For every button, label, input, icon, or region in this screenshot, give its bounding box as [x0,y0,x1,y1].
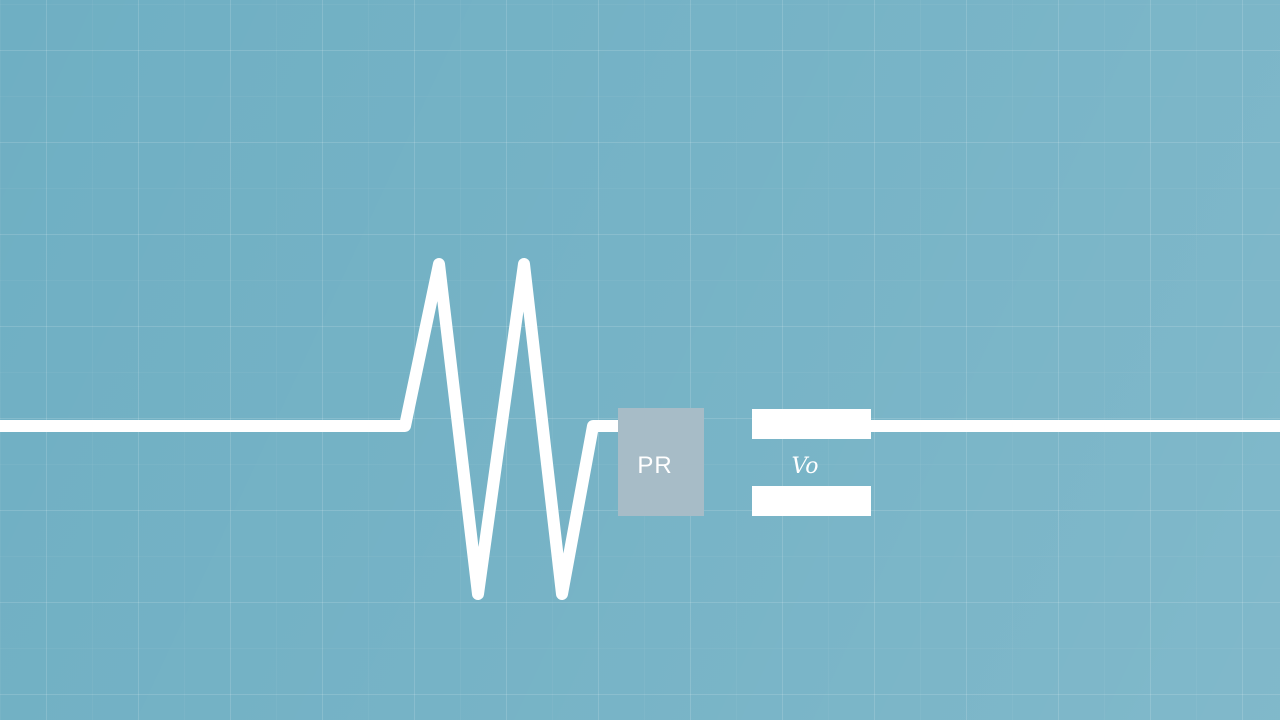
capacitor-top-plate [752,409,871,439]
pr-box: PR [618,408,704,516]
capacitor-bottom-plate [752,486,871,516]
pr-label: PR [637,452,673,479]
capacitor-label: Vo [791,454,819,479]
signal-line [0,258,626,600]
